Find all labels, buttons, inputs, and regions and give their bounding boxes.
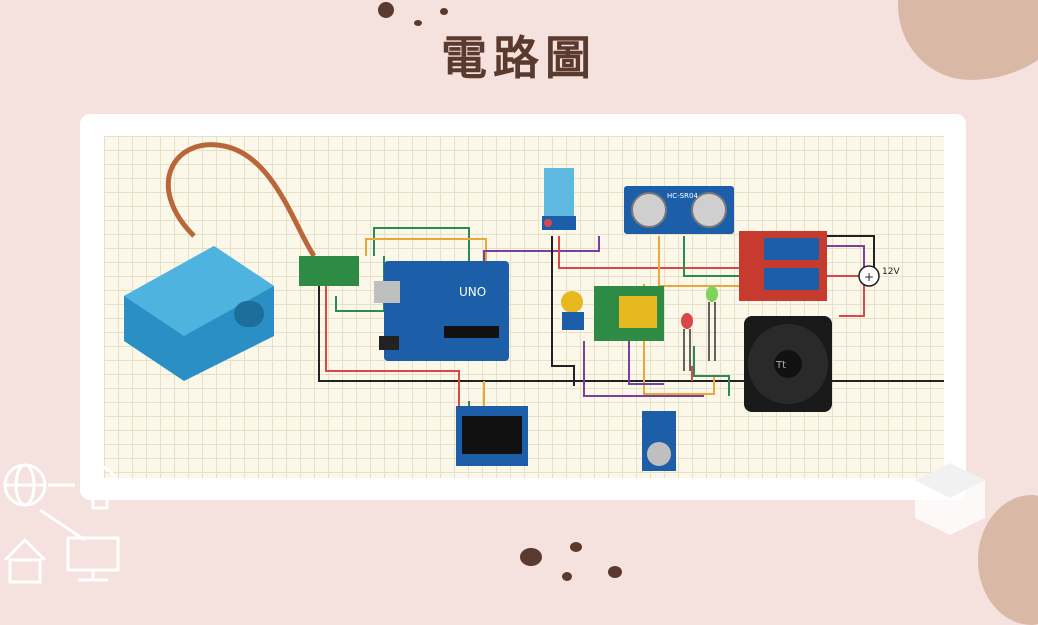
circuit-diagram: UNO HC-SR04 [104,136,944,478]
wire-purple [483,236,600,261]
fan-brand: Tt [775,360,786,371]
decorative-dot [608,566,622,578]
svg-text:+: + [864,270,874,284]
buzzer-board [562,312,584,330]
wire-5v [325,286,460,406]
red-led [681,313,693,371]
uno-label: UNO [459,285,486,299]
green-led [706,286,718,361]
decorative-dot [378,2,394,18]
decorative-dot [520,548,542,566]
wifi-module [594,286,664,341]
decorative-dot [562,572,572,581]
cooling-fan: Tt [744,316,832,412]
brand-logo [915,463,985,535]
diagram-card: UNO HC-SR04 [80,114,966,500]
relay-module [739,231,827,301]
home-icon [3,537,47,562]
iot-icons [3,463,120,584]
dht-sensor [542,168,576,230]
power-label: 12V [882,267,900,277]
power-source: + 12V [858,265,900,287]
ribbon-connector-board [299,256,359,286]
gas-sensor [642,411,676,471]
pm-sensor [124,246,274,381]
ultrasonic-sensor: HC-SR04 [624,186,734,234]
oled-display [456,406,528,466]
monitor-icon [66,536,120,572]
arduino-uno-board: UNO [374,261,509,361]
buzzer-module [561,291,583,313]
decorative-dot [570,542,582,552]
decorative-dot [414,20,422,26]
page-title: 電路圖 [441,31,597,85]
decorative-dot [440,8,448,15]
ultrasonic-label: HC-SR04 [667,192,698,200]
lightbulb-icon [83,465,117,499]
ribbon-cable [165,142,317,258]
circuit-svg: UNO HC-SR04 [124,142,944,471]
